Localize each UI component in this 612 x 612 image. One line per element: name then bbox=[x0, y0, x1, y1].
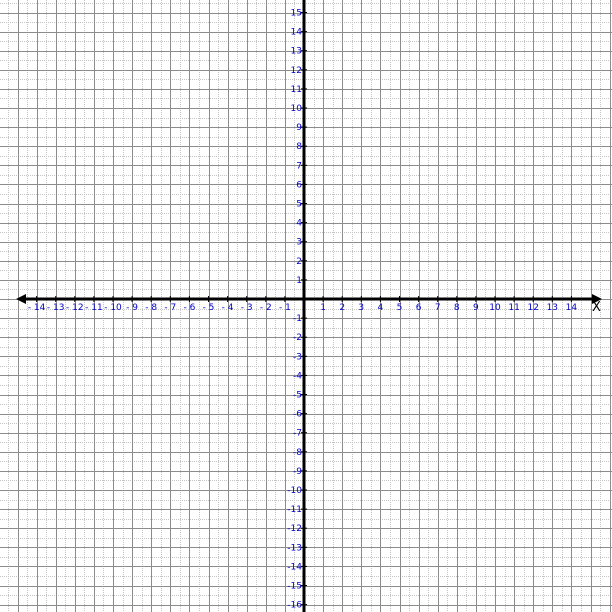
x-tick-label: - 11 bbox=[85, 303, 103, 313]
y-tick-label: -5 bbox=[293, 391, 302, 401]
x-axis-left-arrow bbox=[16, 294, 26, 304]
y-tick-label: 6 bbox=[296, 180, 302, 190]
y-tick-label: 12 bbox=[291, 66, 302, 76]
x-tick-label: - 13 bbox=[47, 303, 65, 313]
y-tick-label: -11 bbox=[287, 505, 302, 515]
x-tick-label: 3 bbox=[358, 303, 364, 313]
y-axis-ticks: 15 14 13 12 11 10 9 8 7 6 5 4 3 2 1 -1 -2 -3 -4 -5 -6 -7 -8 -9 -… bbox=[287, 9, 307, 611]
y-tick-label: -14 bbox=[287, 562, 302, 572]
x-tick-label: 6 bbox=[416, 303, 422, 313]
x-tick-label: 13 bbox=[547, 303, 558, 313]
x-axis-title: X bbox=[592, 300, 601, 315]
x-tick-label: 1 bbox=[320, 303, 326, 313]
x-tick-label: - 8 bbox=[145, 303, 157, 313]
x-tick-label: - 4 bbox=[222, 303, 234, 313]
x-tick-label: - 6 bbox=[183, 303, 195, 313]
y-tick-label: -7 bbox=[293, 429, 302, 439]
x-tick-label: 2 bbox=[339, 303, 345, 313]
y-tick-label: -13 bbox=[287, 543, 302, 553]
y-tick-label: -9 bbox=[293, 467, 302, 477]
x-tick-label: 12 bbox=[527, 303, 538, 313]
y-tick-label: 13 bbox=[291, 47, 302, 57]
x-tick-label: 8 bbox=[454, 303, 460, 313]
x-tick-label: - 12 bbox=[66, 303, 84, 313]
y-tick-label: -8 bbox=[293, 448, 302, 458]
y-tick-label: -1 bbox=[293, 314, 302, 324]
x-tick-label: - 14 bbox=[28, 303, 46, 313]
y-tick-label: -3 bbox=[293, 352, 302, 362]
x-tick-label: 4 bbox=[378, 303, 384, 313]
y-tick-label: 5 bbox=[296, 200, 302, 210]
y-tick-label: -12 bbox=[287, 524, 302, 534]
y-tick-label: -10 bbox=[287, 486, 302, 496]
y-tick-label: 9 bbox=[296, 123, 302, 133]
y-tick-label: 4 bbox=[296, 219, 302, 229]
x-tick-label: 7 bbox=[435, 303, 441, 313]
x-tick-label: 14 bbox=[566, 303, 578, 313]
y-tick-label: 2 bbox=[296, 257, 302, 267]
y-tick-label: 14 bbox=[291, 28, 303, 38]
y-tick-label: -15 bbox=[287, 582, 302, 592]
y-tick-label: -16 bbox=[287, 601, 302, 611]
x-tick-label: - 10 bbox=[104, 303, 122, 313]
y-tick-label: -4 bbox=[293, 371, 302, 381]
x-tick-label: - 5 bbox=[203, 303, 215, 313]
axes bbox=[16, 0, 602, 612]
x-axis-ticks: - 14- 13- 12- 11- 10- 9- 8- 7- 6- 5- 4- … bbox=[28, 296, 578, 313]
y-tick-label: 10 bbox=[291, 104, 303, 114]
x-tick-label: - 7 bbox=[164, 303, 176, 313]
y-tick-label: 11 bbox=[291, 85, 302, 95]
y-tick-label: 7 bbox=[296, 161, 302, 171]
x-tick-label: - 2 bbox=[260, 303, 272, 313]
x-axis-right-arrow bbox=[592, 294, 602, 304]
x-tick-label: 9 bbox=[473, 303, 479, 313]
x-tick-label: 10 bbox=[489, 303, 501, 313]
x-tick-label: - 3 bbox=[241, 303, 253, 313]
y-tick-label: 8 bbox=[296, 142, 302, 152]
x-tick-label: - 1 bbox=[279, 303, 291, 313]
y-tick-label: 1 bbox=[296, 276, 302, 286]
y-tick-label: -6 bbox=[293, 410, 302, 420]
y-tick-label: 15 bbox=[291, 9, 302, 19]
x-tick-label: 11 bbox=[508, 303, 519, 313]
x-tick-label: - 9 bbox=[126, 303, 138, 313]
y-tick-label: 3 bbox=[296, 238, 302, 248]
y-tick-label: -2 bbox=[293, 333, 302, 343]
x-tick-label: 5 bbox=[397, 303, 403, 313]
